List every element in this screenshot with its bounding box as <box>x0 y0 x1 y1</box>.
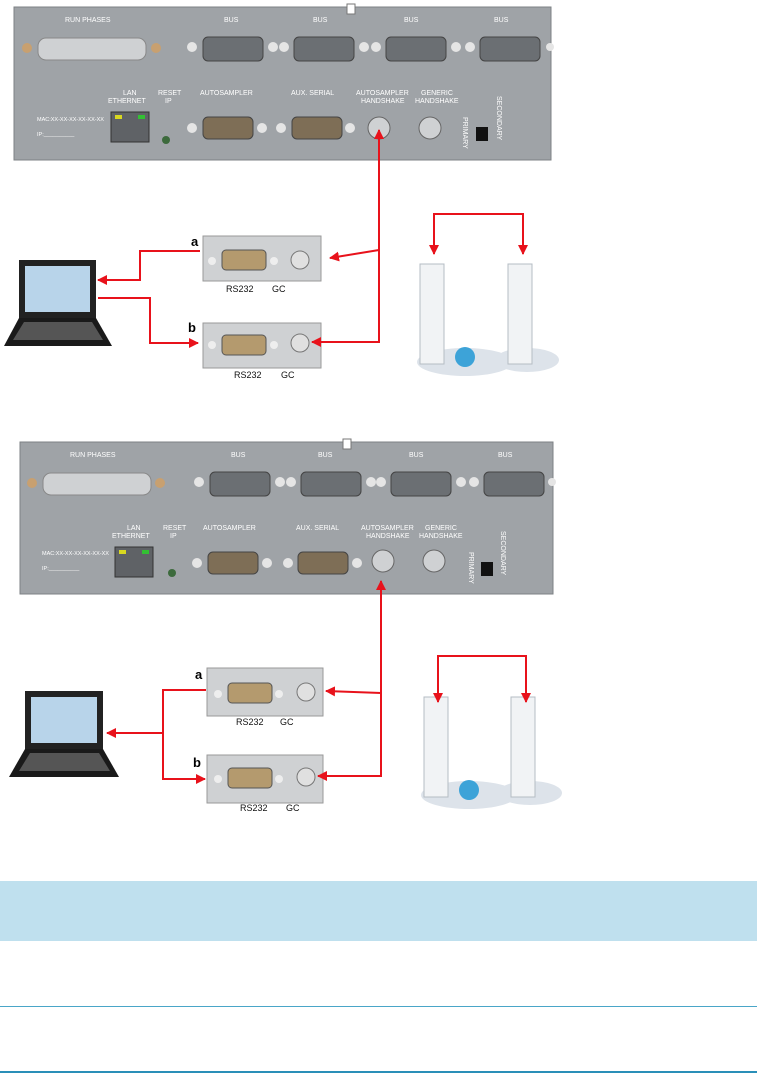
table-header <box>0 881 757 941</box>
generic-label: GENERIC <box>425 525 457 532</box>
autosampler-connector <box>192 551 272 575</box>
bus-connector-4 <box>469 471 556 497</box>
generic-handshake-port <box>422 549 446 573</box>
label-b: b <box>188 320 196 335</box>
autosampler-handshake-label: HANDSHAKE <box>366 533 410 540</box>
bus-label-1: BUS <box>231 452 246 459</box>
autosampler-handshake-port <box>371 549 395 573</box>
laptop-icon <box>4 260 112 346</box>
autosampler-hs-label: AUTOSAMPLER <box>356 90 409 97</box>
rs232-label-a: RS232 <box>236 717 264 727</box>
autosampler-unit-1 <box>421 696 517 809</box>
connection-arrows <box>97 129 528 348</box>
rear-panel <box>19 441 554 595</box>
gc-label-a: GC <box>272 284 286 294</box>
generic-handshake-port <box>418 116 442 140</box>
primary-label: PRIMARY <box>467 552 474 584</box>
bus-connector-4 <box>465 36 554 62</box>
mac-label: MAC:XX-XX-XX-XX-XX-XX <box>37 117 104 123</box>
aux-serial-connector <box>276 116 355 140</box>
aux-serial-label: AUX. SERIAL <box>296 525 340 532</box>
generic-handshake-label: HANDSHAKE <box>415 98 459 105</box>
diagram-2-graphics <box>9 438 562 809</box>
diagram-1-graphics <box>4 3 559 376</box>
label-b: b <box>193 755 201 770</box>
bus-connector-1 <box>187 36 278 62</box>
ethernet-label: ETHERNET <box>108 98 146 105</box>
reset-label: RESET <box>158 90 182 97</box>
bus-connector-3 <box>376 471 466 497</box>
bus-label-4: BUS <box>498 452 513 459</box>
mac-label: MAC:XX-XX-XX-XX-XX-XX <box>42 551 109 557</box>
run-phases-connector <box>22 37 161 61</box>
bus-label-3: BUS <box>409 452 424 459</box>
bus-label-4: BUS <box>494 17 509 24</box>
connector-plate-b <box>202 322 322 369</box>
ethernet-label: ETHERNET <box>112 533 150 540</box>
gc-label-b: GC <box>281 370 295 380</box>
bus-connector-2 <box>279 36 369 62</box>
lan-label: LAN <box>127 525 141 532</box>
rear-panel <box>13 6 552 161</box>
autosampler-unit-2 <box>498 696 562 805</box>
bus-label-2: BUS <box>318 452 333 459</box>
reset-button <box>168 569 176 577</box>
table-bottom-rule <box>0 1071 757 1073</box>
primary-secondary-switch <box>476 127 488 141</box>
secondary-label: SECONDARY <box>499 531 506 576</box>
rs232-label-b: RS232 <box>240 803 268 813</box>
laptop-icon <box>9 691 119 777</box>
autosampler-hs-label: AUTOSAMPLER <box>361 525 414 532</box>
run-phases-label: RUN PHASES <box>65 17 111 24</box>
autosampler-label: AUTOSAMPLER <box>203 525 256 532</box>
bus-connector-1 <box>194 471 285 497</box>
connector-plate-a <box>206 667 324 717</box>
bus-connector-3 <box>371 36 461 62</box>
bus-label-1: BUS <box>224 17 239 24</box>
secondary-label: SECONDARY <box>495 96 502 141</box>
aux-serial-connector <box>283 551 362 575</box>
gc-label-a: GC <box>280 717 294 727</box>
gc-label-b: GC <box>286 803 300 813</box>
reset-button <box>162 136 170 144</box>
generic-label: GENERIC <box>421 90 453 97</box>
table-row <box>0 941 757 1007</box>
label-a: a <box>195 667 203 682</box>
primary-label: PRIMARY <box>461 117 468 149</box>
reset-label: RESET <box>163 525 187 532</box>
connector-plate-a <box>202 235 322 282</box>
ip-label: IP <box>165 98 172 105</box>
ip-field-label: IP:__________ <box>37 132 75 138</box>
autosampler-unit-1 <box>417 263 513 376</box>
run-phases-connector <box>27 472 165 496</box>
autosampler-unit-2 <box>495 263 559 372</box>
bus-connector-2 <box>286 471 376 497</box>
autosampler-handshake-label: HANDSHAKE <box>361 98 405 105</box>
connection-arrows <box>106 580 531 784</box>
rs232-label-b: RS232 <box>234 370 262 380</box>
primary-secondary-switch <box>481 562 493 576</box>
aux-serial-label: AUX. SERIAL <box>291 90 335 97</box>
autosampler-label: AUTOSAMPLER <box>200 90 253 97</box>
label-a: a <box>191 234 199 249</box>
ip-label: IP <box>170 533 177 540</box>
rs232-label-a: RS232 <box>226 284 254 294</box>
bus-label-2: BUS <box>313 17 328 24</box>
connector-plate-b <box>206 754 324 804</box>
lan-label: LAN <box>123 90 137 97</box>
bus-label-3: BUS <box>404 17 419 24</box>
run-phases-label: RUN PHASES <box>70 452 116 459</box>
wiring-diagram-2: RUN PHASES BUS BUS BUS BUS LAN ETHERNET … <box>0 435 757 855</box>
wiring-diagram-1: RUN PHASES BUS BUS BUS BUS LAN ETHERNET … <box>0 0 757 420</box>
table-row <box>0 1006 757 1072</box>
autosampler-connector <box>187 116 267 140</box>
ip-field-label: IP:__________ <box>42 566 80 572</box>
generic-handshake-label: HANDSHAKE <box>419 533 463 540</box>
